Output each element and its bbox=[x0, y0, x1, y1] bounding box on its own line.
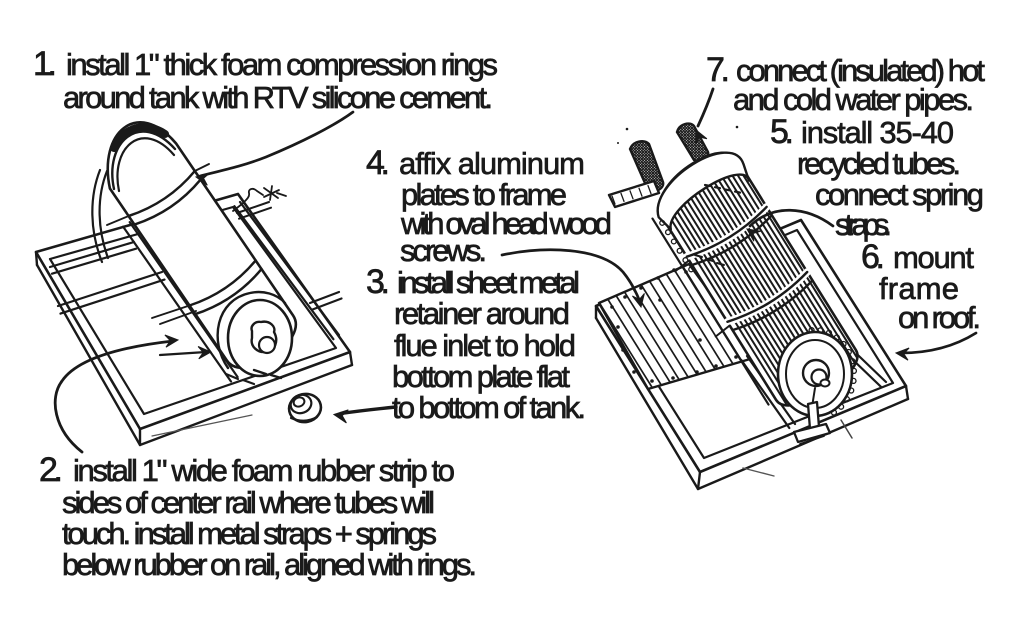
svg-text:plates to frame: plates to frame bbox=[401, 177, 567, 212]
svg-text:sides of center rail where tub: sides of center rail where tubes will bbox=[62, 485, 435, 520]
svg-text:3.: 3. bbox=[366, 263, 390, 301]
svg-text:screws.: screws. bbox=[400, 233, 487, 268]
svg-text:5.: 5. bbox=[770, 113, 794, 151]
svg-text:frame: frame bbox=[879, 271, 959, 306]
svg-text:install sheet metal: install sheet metal bbox=[397, 265, 580, 300]
svg-text:connect spring: connect spring bbox=[815, 177, 984, 212]
svg-text:2.: 2. bbox=[39, 451, 63, 489]
svg-text:on roof.: on roof. bbox=[898, 300, 981, 335]
svg-text:1.: 1. bbox=[33, 45, 57, 83]
svg-text:to bottom of tank.: to bottom of tank. bbox=[392, 390, 586, 425]
svg-text:and cold water pipes.: and cold water pipes. bbox=[733, 82, 974, 117]
svg-text:below rubber on rail, aligned: below rubber on rail, aligned with rings… bbox=[62, 547, 477, 582]
svg-text:bottom plate flat: bottom plate flat bbox=[392, 359, 570, 394]
svg-text:4.: 4. bbox=[366, 144, 390, 182]
svg-text:around tank with RTV silicone: around tank with RTV silicone cement. bbox=[63, 80, 493, 115]
svg-text:install 1" wide foam rubber st: install 1" wide foam rubber strip to bbox=[73, 453, 455, 488]
svg-text:retainer around: retainer around bbox=[394, 296, 570, 331]
svg-text:flue inlet to hold: flue inlet to hold bbox=[394, 328, 576, 363]
svg-text:mount: mount bbox=[893, 240, 974, 275]
svg-text:with oval head wood: with oval head wood bbox=[400, 206, 612, 241]
svg-text:affix aluminum: affix aluminum bbox=[399, 146, 585, 181]
svg-text:7.: 7. bbox=[706, 51, 730, 89]
svg-text:straps.: straps. bbox=[835, 207, 892, 242]
svg-text:connect (insulated) hot: connect (insulated) hot bbox=[736, 53, 985, 88]
svg-text:install 35-40: install 35-40 bbox=[801, 115, 954, 150]
svg-text:6.: 6. bbox=[861, 238, 885, 276]
svg-text:touch. install metal straps +: touch. install metal straps + springs bbox=[62, 516, 437, 551]
svg-text:recycled tubes.: recycled tubes. bbox=[797, 146, 961, 181]
svg-text:install 1" thick foam compress: install 1" thick foam compression rings bbox=[66, 47, 498, 82]
